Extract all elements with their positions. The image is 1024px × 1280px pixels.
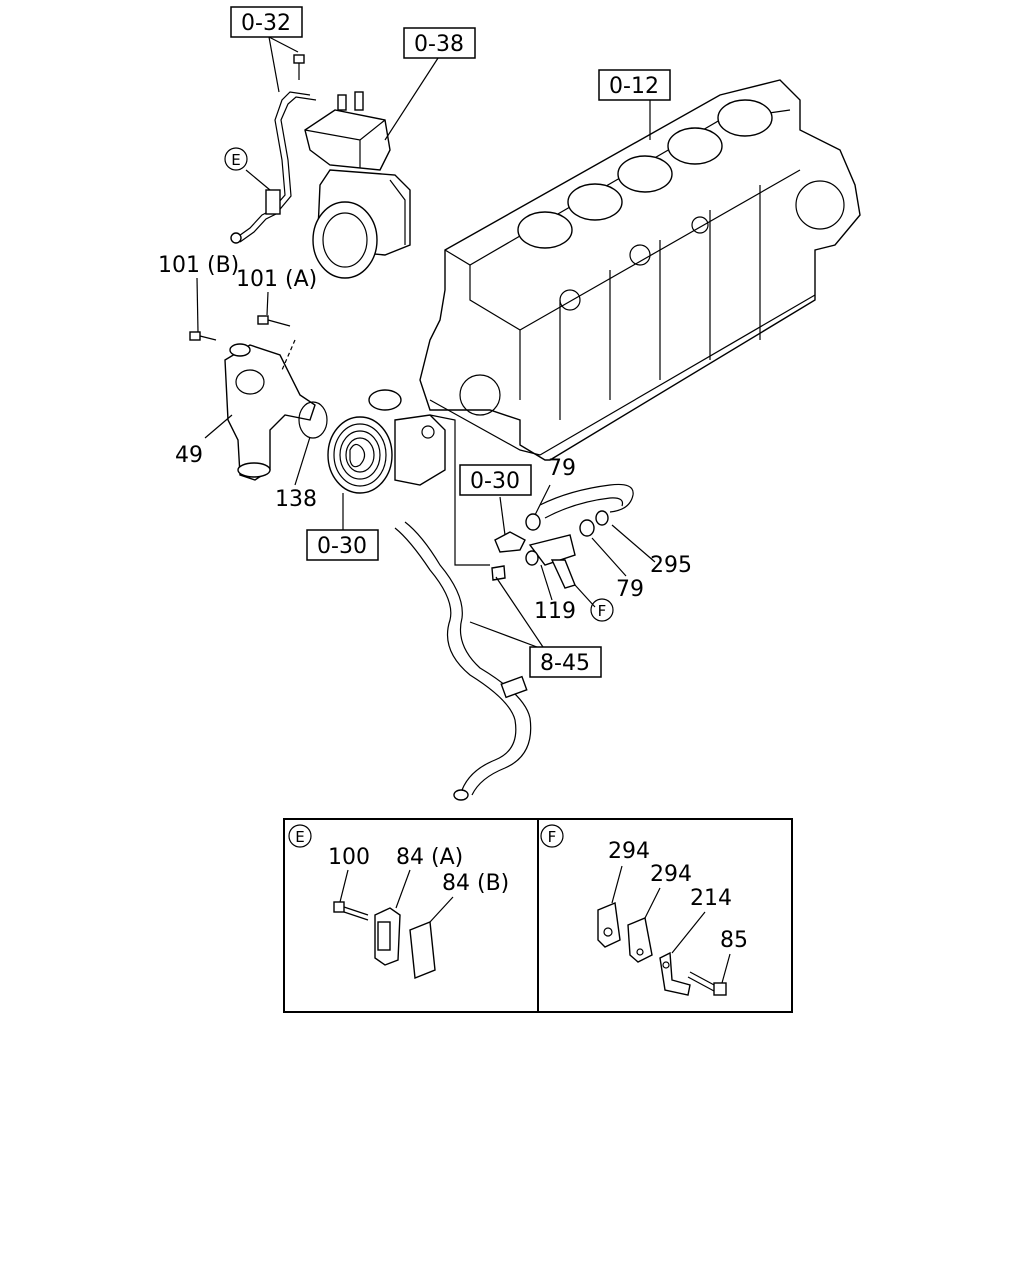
- ref-box-0-30-left: 0-30: [306, 529, 379, 561]
- label-49: 49: [175, 443, 203, 468]
- label-79-bottom: 79: [616, 577, 644, 602]
- clip-294-b: [627, 887, 661, 963]
- label-84b: 84 (B): [442, 871, 509, 896]
- ref-0-30-left-text: 0-30: [317, 534, 367, 559]
- water-outlet-49: [224, 343, 316, 481]
- ref-0-12-text: 0-12: [609, 74, 659, 99]
- inset-f: F 294 294 214 85: [540, 824, 748, 996]
- ref-0-30-right-text: 0-30: [470, 469, 520, 494]
- label-79-top: 79: [548, 456, 576, 481]
- circle-e-inset: E: [288, 824, 312, 848]
- bracket-214: [659, 911, 706, 996]
- bolt-100: [333, 869, 369, 921]
- ref-box-0-38: 0-38: [403, 27, 476, 59]
- ref-0-38-text: 0-38: [414, 32, 464, 57]
- water-pump: [327, 389, 446, 494]
- circle-e-main: E: [224, 147, 248, 171]
- inset-panel: [283, 818, 793, 1013]
- label-295: 295: [650, 553, 692, 578]
- inset-e: E 100 84 (A) 84 (B): [288, 824, 509, 979]
- label-85: 85: [720, 928, 748, 953]
- ref-box-0-30-right: 0-30: [459, 464, 532, 496]
- air-compressor: [304, 91, 411, 279]
- bolt-85: [687, 953, 731, 996]
- svg-text:E: E: [231, 151, 240, 169]
- label-100: 100: [328, 845, 370, 870]
- ref-box-0-32: 0-32: [230, 6, 303, 38]
- clip-294-a: [597, 865, 623, 948]
- ref-0-32-text: 0-32: [241, 11, 291, 36]
- hose-295: [539, 483, 634, 519]
- ref-box-0-12: 0-12: [598, 69, 671, 101]
- leader-lines: [196, 36, 656, 651]
- clamp-84a: [374, 869, 411, 966]
- circle-f-main: F: [590, 598, 614, 622]
- ref-box-8-45: 8-45: [529, 646, 602, 678]
- bolts-101: [189, 315, 296, 371]
- label-119: 119: [534, 599, 576, 624]
- compressor-pipe: [230, 54, 317, 244]
- o-ring-138: [298, 401, 328, 439]
- label-84a: 84 (A): [396, 845, 463, 870]
- label-101b: 101 (B): [158, 253, 239, 278]
- hose-8-45: [394, 521, 532, 801]
- svg-text:F: F: [548, 828, 557, 846]
- cylinder-block: [419, 79, 861, 461]
- fittings: [491, 510, 609, 589]
- clamp-84b: [409, 896, 454, 979]
- label-101a: 101 (A): [236, 267, 317, 292]
- label-138: 138: [275, 487, 317, 512]
- label-294-mid: 294: [650, 862, 692, 887]
- circle-f-inset: F: [540, 824, 564, 848]
- svg-text:F: F: [598, 602, 607, 620]
- label-214: 214: [690, 886, 732, 911]
- ref-8-45-text: 8-45: [540, 651, 590, 676]
- svg-text:E: E: [295, 828, 304, 846]
- label-294-top: 294: [608, 839, 650, 864]
